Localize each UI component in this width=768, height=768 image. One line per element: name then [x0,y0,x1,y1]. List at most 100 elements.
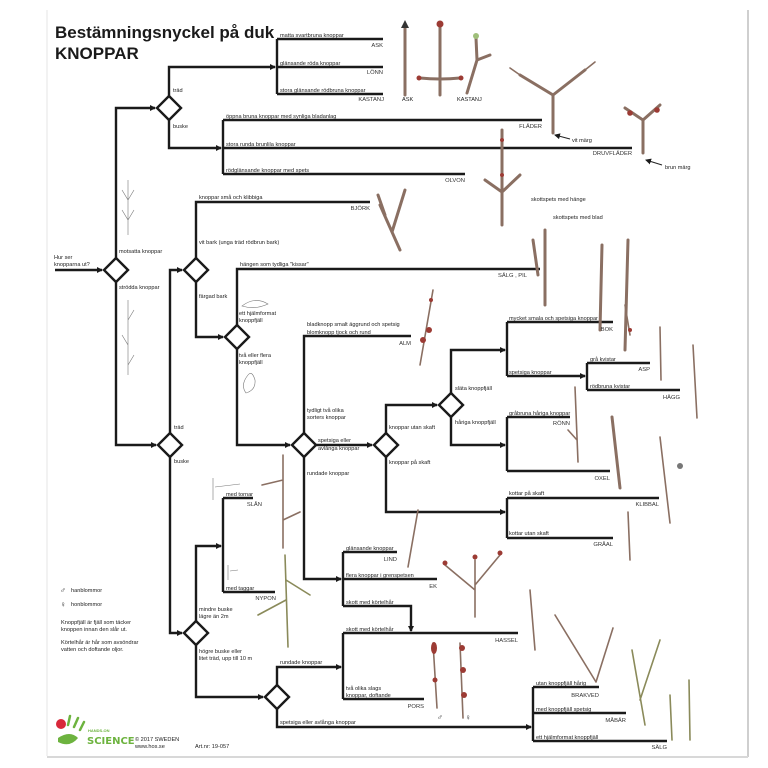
image-label-ask: ASK [402,97,413,103]
label-several-tip: flera knoppar i grenspetsen [346,573,414,579]
species-ronn: RÖNN [553,420,570,427]
species-ask: ASK [371,43,383,49]
label-thorns: med tornar [226,492,253,498]
label-shoot-catkin: skottspets med hänge [531,197,586,203]
decision-alternate-tree-shrub [156,431,184,459]
twig-asp-image [659,326,662,381]
label-cones-stalk: kottar på skaft [509,490,545,497]
legend-gland-def-1: Körtelhår är hår som avsöndrar [61,639,139,646]
label-stalk: knoppar på skaft [389,459,431,466]
prickle-sketch [227,565,239,580]
page-title: Bestämningsnyckel på duk [55,23,275,42]
species-lonn: LÖNN [367,69,383,76]
label-scales-pointed: med knoppfjäll spetsig [536,707,591,713]
twig-kastanj-image [465,33,492,95]
twig-ask-image [401,20,409,97]
label-open-brown: öppna bruna knoppar med synliga bladanla… [226,114,336,120]
label-small-sticky: knoppar små och klibbiga [199,194,263,201]
twig-illustrations [121,20,698,741]
label-glandular-2: skott med körtelhår [346,626,394,633]
twig-ronn-image [567,386,579,463]
legend-scale-def-2: knoppen innan den slår ut. [61,626,127,633]
label-alt-shrub: buske [174,459,189,465]
label-alm-2: blomknopp tjock och rund [307,330,371,336]
image-label-kastanj: KASTANJ [457,97,482,103]
label-small-shrub-2: lägre än 2m [199,614,229,620]
brown-pith-arrow [645,158,663,166]
species-klibbal: KLIBBAL [635,502,659,508]
twig-nypon-image [257,554,311,648]
bud-opposite-sketch [121,180,135,235]
species-bok: BOK [601,327,613,333]
bud-alternate-sketch [121,300,135,375]
species-nypon: NYPON [255,596,276,602]
twig-pors-male-image [431,642,438,709]
label-two-kinds-fragrant-1: två olika slags [346,685,381,692]
label-grey-twigs: grå kvistar [590,356,616,363]
label-shiny-red: glänsande röda knoppar [280,61,340,67]
decision-shrub-size [182,619,210,647]
helmet-scale-sketch [241,300,269,308]
start-question-1: Hur ser [54,255,72,261]
label-round-purple: stora runda brunlila knoppar [226,142,296,148]
label-tall-shrub-2: litet träd, upp till 10 m [199,656,253,662]
label-tree: träd [173,88,183,94]
twig-ek-image [442,550,503,618]
label-small-shrub-1: mindre buske [199,607,233,613]
twig-bok-image [624,304,632,336]
twig-olvon-image [483,128,522,227]
label-opposite: motsatta knoppar [119,249,162,255]
label-two-kinds-1: tydligt två olika [307,407,345,414]
twig-bjork-image [376,188,407,252]
decision-scale-texture [437,391,465,419]
label-prickles: med taggar [226,586,254,592]
white-pith-arrow [554,133,571,140]
species-asp: ASP [638,367,650,373]
twig-salg-image [531,228,630,352]
label-two-kinds-fragrant-2: knoppar, doftande [346,693,391,699]
decision-start [102,256,130,284]
species-hagg: HÄGG [663,394,681,401]
species-bjork: BJÖRK [351,205,370,212]
twig-salg2-image [669,679,691,741]
legend-male: hanblommor [71,588,102,594]
species-salg-pil: SÄLG , PIL [498,272,528,279]
label-two-kinds-2: sorters knoppar [307,415,346,421]
label-pointed-2: avlånga knoppar [318,445,360,452]
label-large-shiny: stora glänsande rödbruna knoppar [280,88,366,94]
label-coloured-bark: färgad bark [199,294,227,300]
species-druvflader: DRUVFLÄDER [593,150,632,157]
legend-male-symbol: ♂ [60,586,66,595]
logo-text-main: SCIENCE [87,736,135,747]
label-redbrown-twigs: rödbruna kvistar [590,384,630,390]
label-shiny: glänsande knoppar [346,546,394,552]
label-cones-nostalk: kottar utan skaft [509,531,549,537]
species-oxel: OXEL [595,476,611,482]
twig-slan-image [261,454,301,549]
label-pointed-buds: spetsiga knoppar [509,370,552,376]
twig-flader-image [509,61,596,135]
legend: ♂ hanblommor ♀ honblommor Knoppfjäll är … [60,586,139,653]
species-lind: LIND [384,557,397,563]
label-pointed-1: spetsiga eller [318,438,351,444]
label-glandular-1: skott med körtelhår [346,599,394,606]
label-alm-1: bladknopp smalt äggrund och spetsig [307,322,400,328]
label-shoot-leaf: skottspets med blad [553,215,603,221]
label-smooth-scales: släta knoppfjäll [455,386,492,392]
thorn-sketch [212,478,241,500]
twig-lonn-image [416,20,464,97]
twig-pors-female-image [459,642,467,719]
label-no-stalk: knoppar utan skaft [389,425,435,431]
website: www.hos.se [134,744,165,750]
label-helmet-2: knoppfjäll [239,318,263,324]
hands-on-science-logo: HANDS-ON SCIENCE [56,714,135,747]
label-alt-tree: träd [174,425,184,431]
label-very-narrow: mycket smala och spetsiga knoppar [509,316,598,322]
label-catkins: hängen som tydliga "kissar" [240,262,309,268]
twig-hagg-image [692,344,698,419]
label-hairy-scales: håriga knoppfjäll [455,419,496,426]
twig-alm-image [419,289,434,366]
label-two-scales-1: två eller flera [239,352,272,359]
